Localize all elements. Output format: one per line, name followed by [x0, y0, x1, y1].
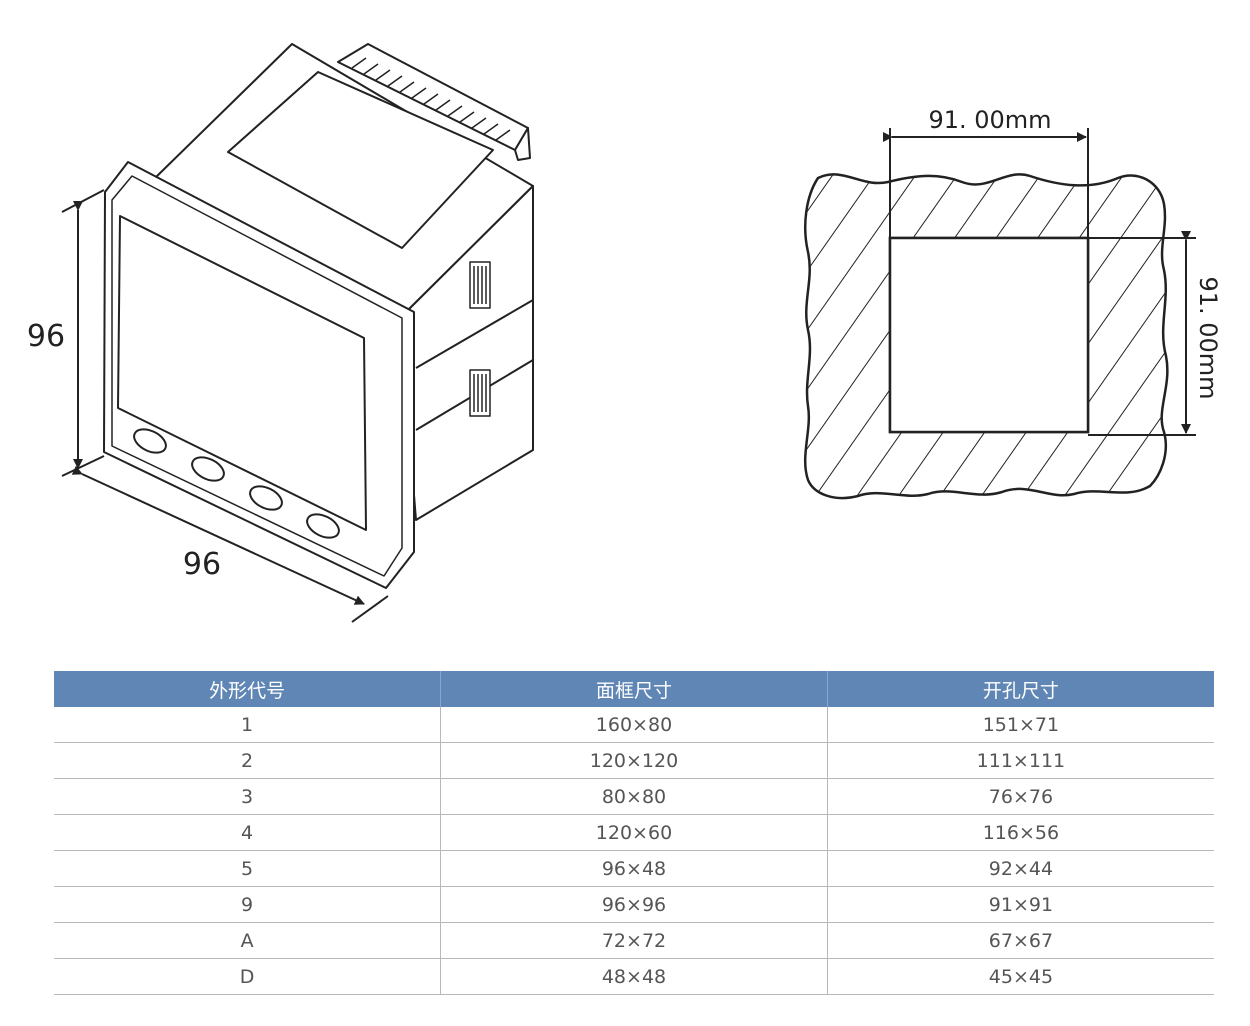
cell-cutout-size: 111×111 — [826, 742, 1214, 779]
table-row: D 48×48 45×45 — [54, 958, 1214, 995]
table-row: 1 160×80 151×71 — [54, 707, 1214, 743]
cell-cutout-size: 67×67 — [826, 922, 1214, 959]
terminal-block — [337, 43, 531, 161]
cell-shape-code: 1 — [54, 707, 441, 743]
header-shape-code: 外形代号 — [54, 671, 441, 707]
cell-frame-size: 96×48 — [440, 850, 828, 887]
cell-cutout-size: 92×44 — [826, 850, 1214, 887]
cell-frame-size: 160×80 — [440, 707, 828, 743]
cell-frame-size: 120×60 — [440, 814, 828, 851]
table-row: 4 120×60 116×56 — [54, 814, 1214, 851]
cell-frame-size: 96×96 — [440, 886, 828, 923]
cell-cutout-size: 45×45 — [826, 958, 1214, 995]
cell-shape-code: A — [54, 922, 441, 959]
cell-frame-size: 48×48 — [440, 958, 828, 995]
housing-top-panel — [227, 71, 494, 249]
cell-shape-code: 5 — [54, 850, 441, 887]
cell-shape-code: 9 — [54, 886, 441, 923]
cell-shape-code: 4 — [54, 814, 441, 851]
cell-shape-code: 3 — [54, 778, 441, 815]
table-row: 2 120×120 111×111 — [54, 742, 1214, 779]
front-bezel-inner — [111, 175, 403, 577]
meter-width-label: 96 — [183, 547, 221, 582]
cell-cutout-size: 76×76 — [826, 778, 1214, 815]
table-row: A 72×72 67×67 — [54, 922, 1214, 959]
cutout-drawing: 91. 00mm 91. 00mm — [803, 106, 1222, 500]
cutout-width-label: 91. 00mm — [928, 106, 1051, 134]
cell-cutout-size: 116×56 — [826, 814, 1214, 851]
dimension-table: 外形代号 面框尺寸 开孔尺寸 1 160×80 151×71 2 120×120… — [54, 671, 1214, 995]
cell-shape-code: 2 — [54, 742, 441, 779]
table-row: 9 96×96 91×91 — [54, 886, 1214, 923]
meter-height-label: 96 — [27, 319, 65, 354]
table-header-row: 外形代号 面框尺寸 开孔尺寸 — [54, 671, 1214, 707]
table-row: 3 80×80 76×76 — [54, 778, 1214, 815]
header-frame-size: 面框尺寸 — [440, 671, 828, 707]
cutout-dimensions — [883, 128, 1196, 436]
cell-frame-size: 120×120 — [440, 742, 828, 779]
header-cutout-size: 开孔尺寸 — [826, 671, 1214, 707]
front-button-1 — [133, 428, 167, 454]
cell-frame-size: 72×72 — [440, 922, 828, 959]
cell-cutout-size: 91×91 — [826, 886, 1214, 923]
table-row: 5 96×48 92×44 — [54, 850, 1214, 887]
technical-drawing: 96 96 91. 00mm 91. 00mm — [27, 43, 1222, 623]
cell-frame-size: 80×80 — [440, 778, 828, 815]
side-grips — [469, 261, 491, 417]
display-window — [117, 215, 367, 531]
cell-cutout-size: 151×71 — [826, 707, 1214, 743]
meter-dimensions — [61, 189, 389, 623]
cutout-hole — [888, 236, 1090, 434]
cutout-height-label: 91. 00mm — [1194, 276, 1222, 399]
meter-drawing: 96 96 — [27, 43, 534, 623]
cell-shape-code: D — [54, 958, 441, 995]
